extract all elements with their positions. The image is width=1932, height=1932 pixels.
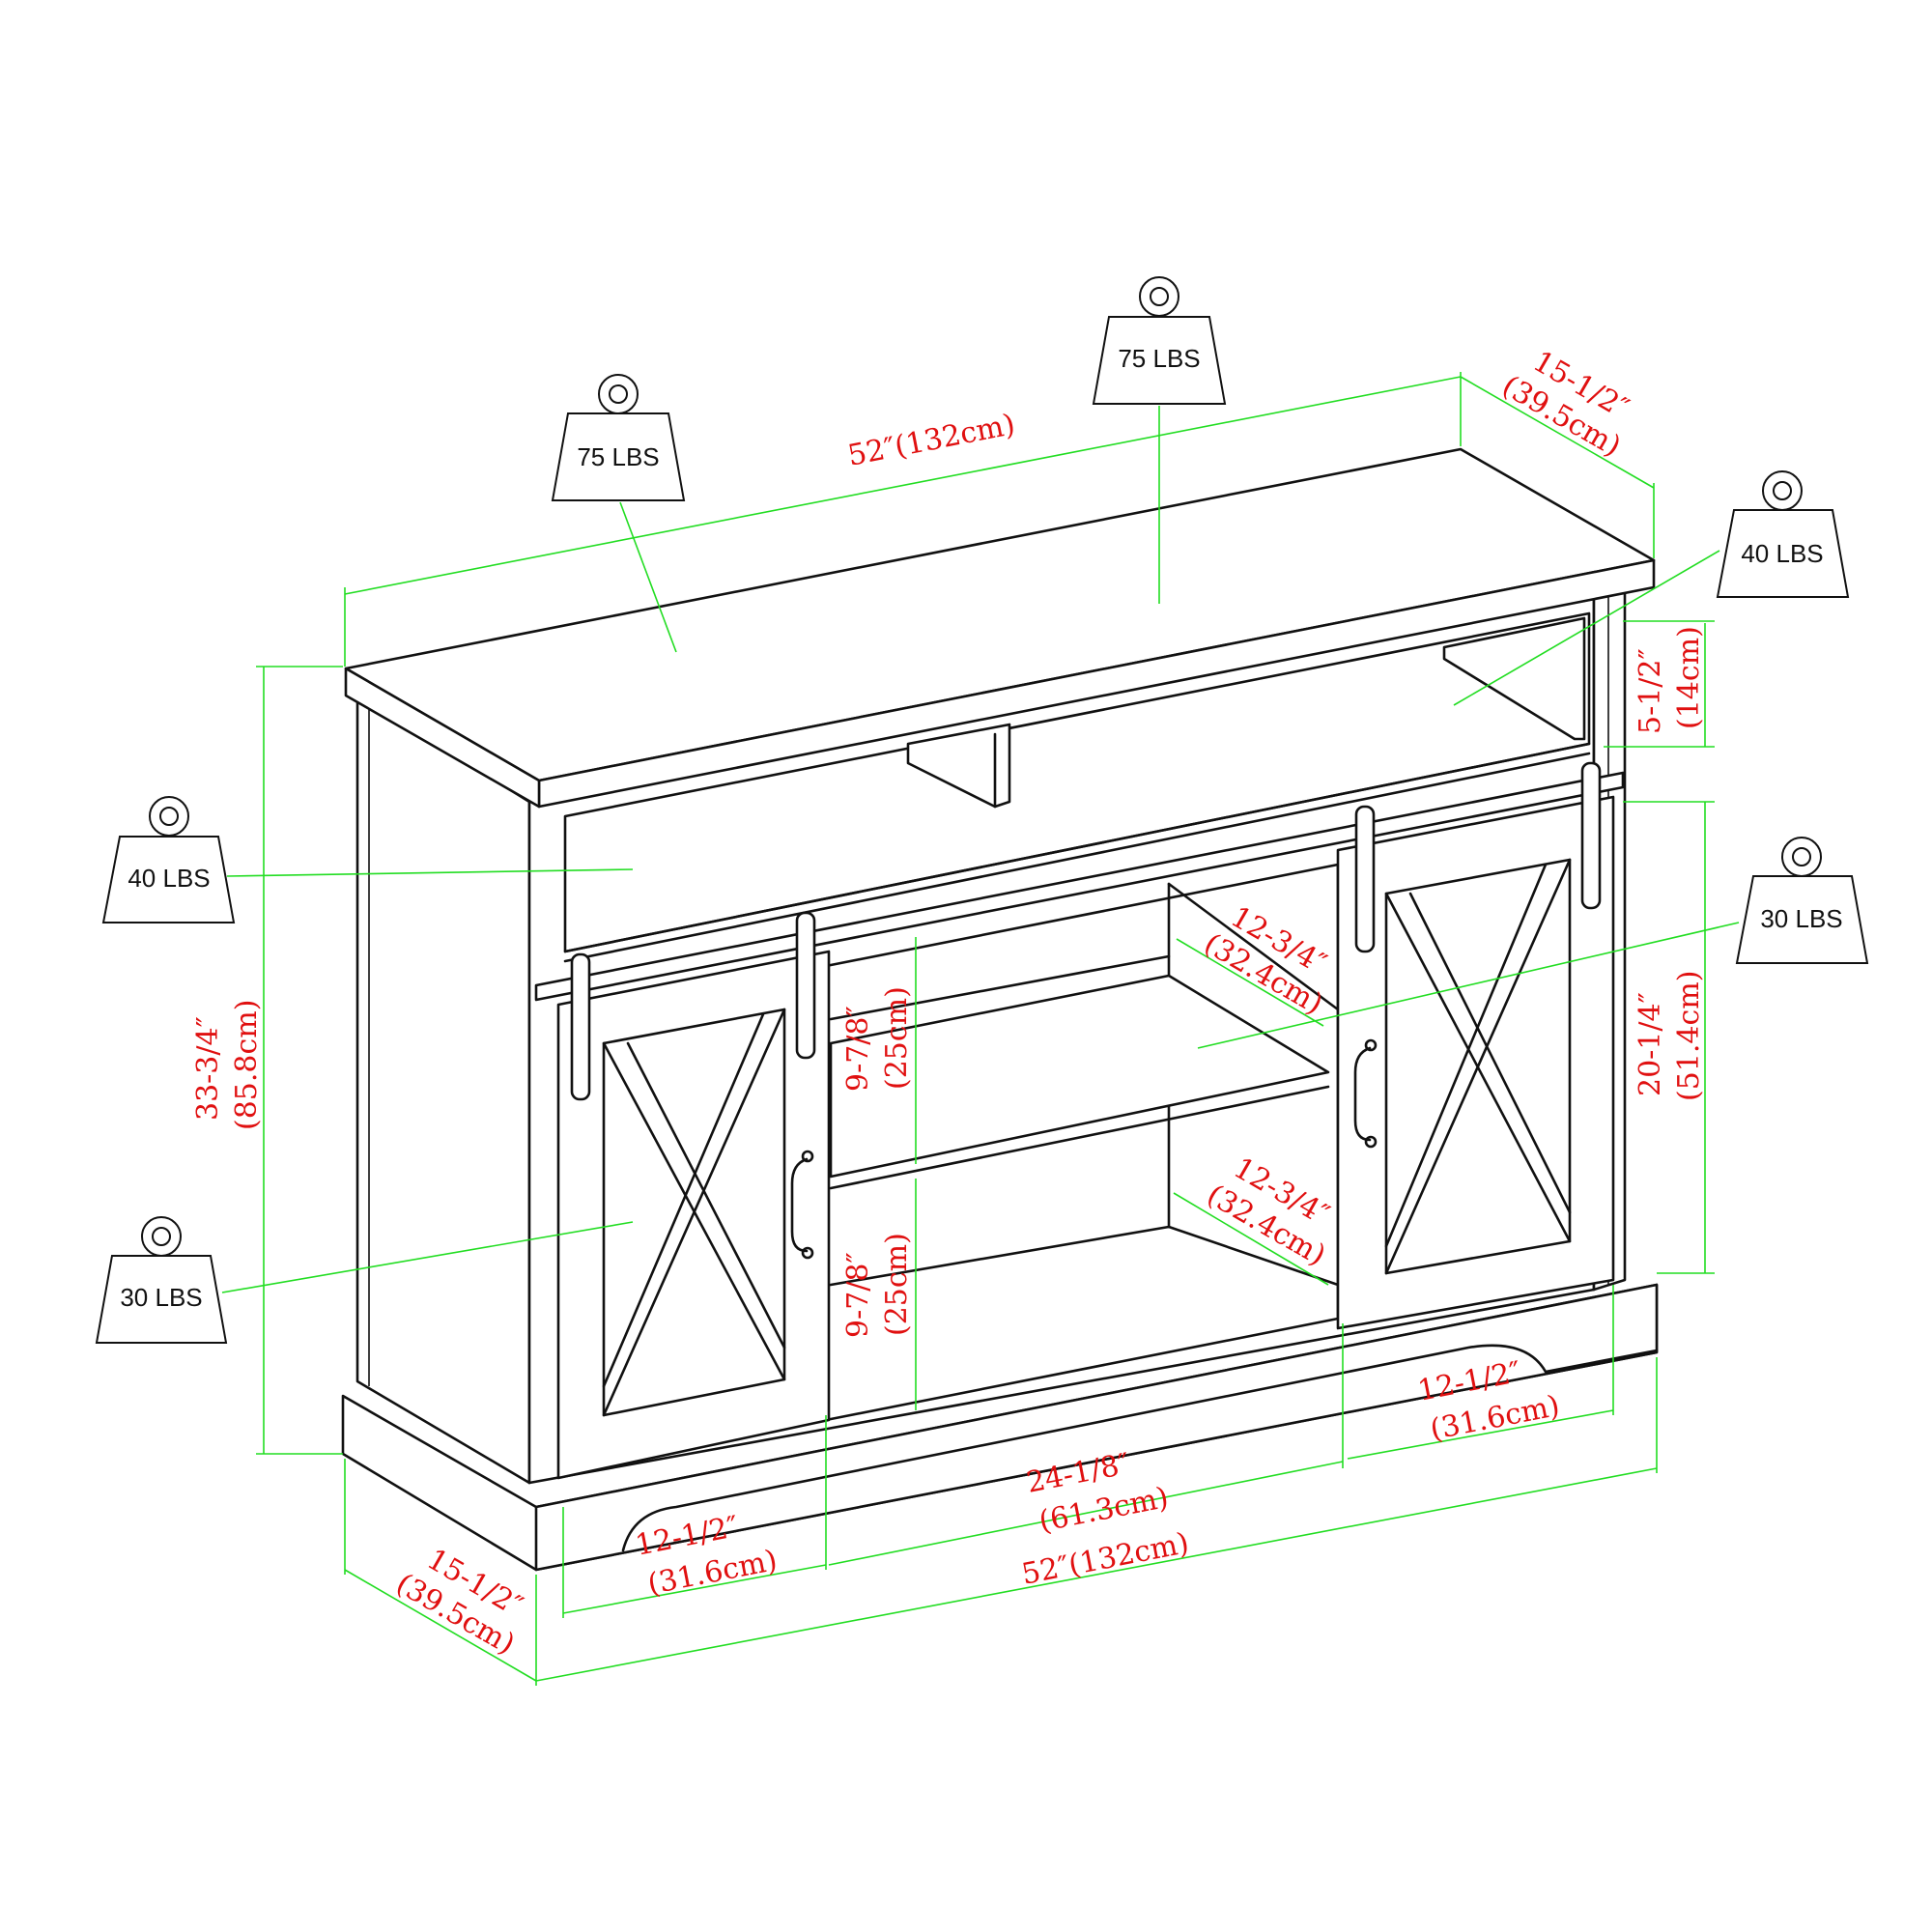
upper-shelf-height-cm: (25cm) <box>880 986 914 1090</box>
tabletop-left-edge <box>344 667 541 809</box>
weight-tag-right-cabinet: 30 LBS <box>1735 837 1869 964</box>
weight-tag-top-left: 75 LBS <box>551 374 686 501</box>
left-door-handle <box>790 1157 809 1253</box>
left-side-panel <box>355 694 531 1485</box>
cabinet-height-cm: (51.4cm) <box>1672 971 1706 1101</box>
weight-label-right-cabinet: 30 LBS <box>1760 904 1842 933</box>
right-door-hanger-1 <box>1354 805 1376 953</box>
upper-shelf-height-inches: 9-7/8″ <box>841 1006 875 1092</box>
tv-stand-drawing <box>341 447 1659 1572</box>
open-shelf-height-cm: (14cm) <box>1672 626 1706 729</box>
weight-tag-top-right-shelf: 40 LBS <box>1716 470 1850 598</box>
left-barn-door <box>556 950 831 1480</box>
weight-label-top-center: 75 LBS <box>1118 344 1200 373</box>
upper-shelf <box>829 974 1330 1179</box>
overall-height-cm: (85.8cm) <box>230 1000 264 1130</box>
lower-shelf-height-inches: 9-7/8″ <box>841 1252 875 1338</box>
dimension-lines <box>221 372 1740 1686</box>
open-shelf-height-inches: 5-1/2″ <box>1634 648 1667 734</box>
top-compartment-right-wall <box>1442 616 1586 741</box>
weight-label-top-right-shelf: 40 LBS <box>1741 539 1823 568</box>
weight-label-top-left: 75 LBS <box>577 442 659 471</box>
right-barn-door <box>1336 795 1615 1330</box>
overall-height-inches: 33-3/4″ <box>191 1016 225 1121</box>
weight-tag-top-center: 75 LBS <box>1092 276 1227 405</box>
top-width-label: 52″(132cm) <box>845 408 1018 473</box>
base-arch <box>621 1344 1659 1552</box>
right-door-handle <box>1353 1046 1372 1142</box>
left-door-hanger-1 <box>570 952 591 1101</box>
base-front <box>534 1283 1659 1572</box>
lower-shelf-height-cm: (25cm) <box>880 1233 914 1336</box>
weight-label-left-shelf: 40 LBS <box>128 864 210 893</box>
right-door-hanger-2 <box>1580 761 1602 910</box>
top-compartment-divider <box>906 723 1011 809</box>
weight-label-left-cabinet: 30 LBS <box>120 1283 202 1312</box>
weight-tag-left-shelf: 40 LBS <box>101 796 236 923</box>
cabinet-height-inches: 20-1/4″ <box>1634 992 1667 1096</box>
weight-tag-left-cabinet: 30 LBS <box>95 1216 228 1344</box>
left-door-hanger-2 <box>795 911 816 1060</box>
